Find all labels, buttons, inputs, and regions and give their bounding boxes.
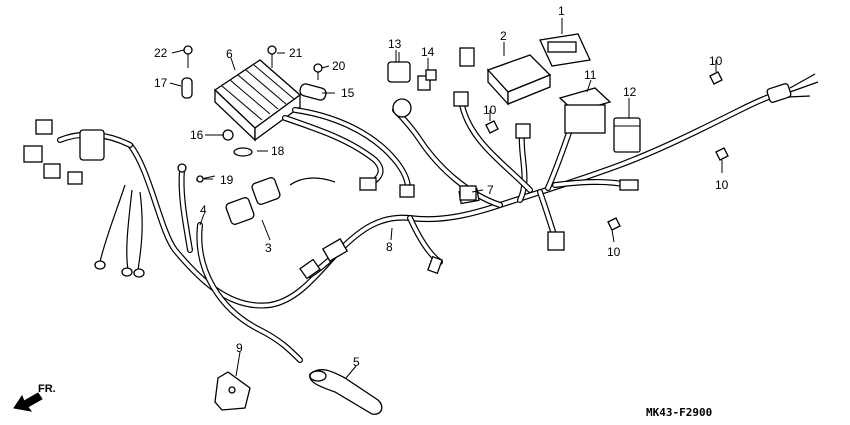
diagram-code: MK43-F2900: [646, 406, 712, 419]
callout-5: 5: [353, 355, 360, 369]
part-2-control-unit: [486, 54, 552, 106]
callout-10-d: 10: [607, 245, 621, 259]
callout-20: 20: [332, 59, 346, 73]
callout-labels: 1 2 3 4 5 6 7 8 9 10 10 10 10 11 12 13 1…: [154, 4, 729, 369]
part-13-relay: [387, 52, 411, 83]
part-5-cover: [309, 368, 383, 415]
clip-set-10: [485, 71, 729, 231]
main-wire-harness: [127, 47, 819, 309]
callout-3: 3: [265, 241, 272, 255]
front-direction-label: FR.: [38, 383, 56, 395]
callout-22: 22: [154, 46, 168, 60]
part-14-connector: [417, 69, 437, 91]
part-11-relay: [558, 87, 612, 134]
callout-11: 11: [584, 68, 597, 82]
callout-21: 21: [289, 46, 303, 60]
callout-18: 18: [271, 144, 285, 158]
callout-7: 7: [487, 183, 494, 197]
callout-9: 9: [236, 341, 243, 355]
callout-13: 13: [388, 37, 402, 51]
part-9-bracket: [214, 371, 251, 411]
callout-8: 8: [386, 240, 393, 254]
sub-harness-4: [177, 163, 303, 363]
callout-17: 17: [154, 76, 168, 90]
left-connector-cluster: [23, 119, 145, 278]
fastener-set: [181, 45, 327, 183]
leader-lines: [169, 18, 723, 379]
part-12-fuse-box: [613, 117, 641, 153]
regulator-rectifier: [213, 59, 415, 198]
callout-15: 15: [341, 86, 355, 100]
callout-16: 16: [190, 128, 204, 142]
part-1-unit: [539, 33, 591, 67]
callout-14: 14: [421, 45, 435, 59]
callout-12: 12: [623, 85, 637, 99]
starter-relay: [225, 177, 336, 225]
callout-2: 2: [500, 29, 507, 43]
callout-1: 1: [558, 4, 565, 18]
callout-19: 19: [220, 173, 234, 187]
callout-10-c: 10: [715, 178, 729, 192]
callout-10-b: 10: [483, 103, 497, 117]
part-7-connector: [459, 185, 477, 201]
callout-6: 6: [226, 47, 233, 61]
callout-4: 4: [200, 203, 207, 217]
front-direction-arrow: FR.: [13, 383, 56, 412]
callout-10-a: 10: [709, 54, 723, 68]
